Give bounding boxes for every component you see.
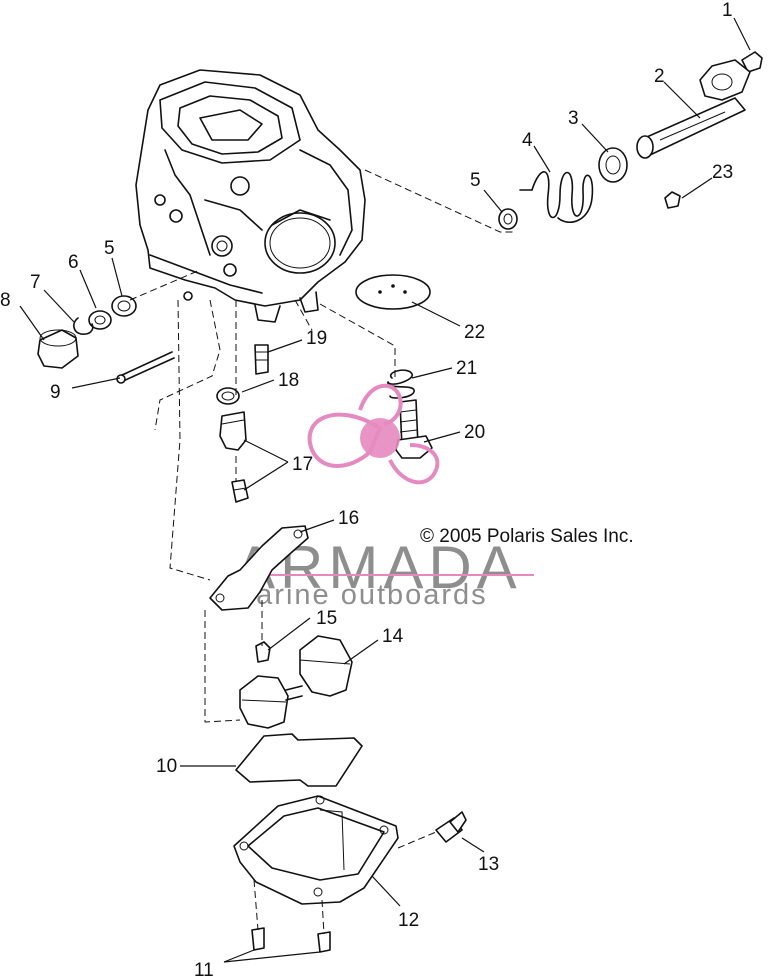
callout-18: 18 xyxy=(278,370,299,391)
watermark-tagline: marine outboards xyxy=(230,579,488,611)
leader-lines xyxy=(19,17,751,963)
o-ring xyxy=(216,387,240,405)
callout-5-right: 5 xyxy=(470,170,481,191)
bushing-part xyxy=(598,147,628,183)
callout-9: 9 xyxy=(50,382,61,403)
callout-21: 21 xyxy=(456,358,477,379)
callout-4: 4 xyxy=(522,130,533,151)
callout-14: 14 xyxy=(382,626,404,647)
callout-7: 7 xyxy=(30,272,41,293)
left-seal-parts xyxy=(37,295,137,369)
watermark-propeller-icon xyxy=(307,383,440,485)
callout-23: 23 xyxy=(712,162,733,183)
screw-part-23 xyxy=(664,191,681,209)
callout-20: 20 xyxy=(464,422,485,443)
float xyxy=(239,635,353,729)
callout-1: 1 xyxy=(722,0,733,21)
pilot-jet xyxy=(254,344,269,375)
callout-6: 6 xyxy=(68,252,79,273)
callout-17: 17 xyxy=(292,454,313,475)
callout-10: 10 xyxy=(156,756,177,777)
callout-13: 13 xyxy=(478,854,499,875)
callout-8: 8 xyxy=(0,290,11,311)
callout-3: 3 xyxy=(568,108,579,129)
callout-16: 16 xyxy=(338,508,359,529)
callout-12: 12 xyxy=(398,910,419,931)
float-bracket xyxy=(209,525,309,611)
assembly-guide-lines xyxy=(129,169,515,935)
carburetor-body xyxy=(135,69,366,323)
throttle-spring xyxy=(519,171,594,223)
callout-19: 19 xyxy=(306,328,327,349)
callout-5-left: 5 xyxy=(104,238,115,259)
callout-22: 22 xyxy=(464,322,485,343)
bowl-screws xyxy=(251,927,331,953)
callout-11: 11 xyxy=(194,960,214,980)
throttle-shaft-assembly xyxy=(636,51,763,159)
throttle-plate xyxy=(355,274,431,310)
pin-part-9 xyxy=(116,351,175,384)
callout-15: 15 xyxy=(316,608,337,629)
float-bowl xyxy=(233,795,399,905)
screw-part-15 xyxy=(255,641,271,663)
callout-2: 2 xyxy=(654,66,665,87)
drain-screw xyxy=(435,811,467,843)
copyright-notice: © 2005 Polaris Sales Inc. xyxy=(420,526,634,547)
callout-labels: 1 2 3 4 5 23 22 5 6 7 8 9 19 18 21 20 17… xyxy=(0,0,733,980)
float-bowl-gasket xyxy=(235,733,363,787)
washer-right xyxy=(498,208,518,230)
needle-jet-assembly xyxy=(219,411,249,503)
